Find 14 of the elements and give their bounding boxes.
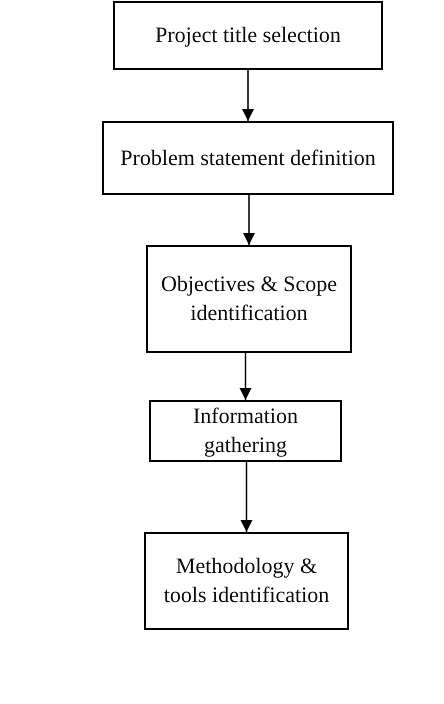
process-box	[149, 400, 342, 462]
box-label: Project title selection	[155, 21, 341, 50]
box-label: Objectives & Scope identification	[160, 270, 338, 327]
arrow	[240, 462, 252, 532]
box-label: Methodology & tools identification	[162, 552, 330, 609]
arrow	[242, 70, 254, 121]
process-box	[102, 121, 394, 195]
process-box	[113, 1, 383, 70]
process-box	[146, 245, 352, 353]
box-label: Problem statement definition	[120, 144, 376, 172]
box-label: Information gathering	[192, 402, 300, 459]
arrow	[243, 195, 255, 245]
process-box	[144, 532, 349, 630]
arrow	[240, 353, 252, 400]
